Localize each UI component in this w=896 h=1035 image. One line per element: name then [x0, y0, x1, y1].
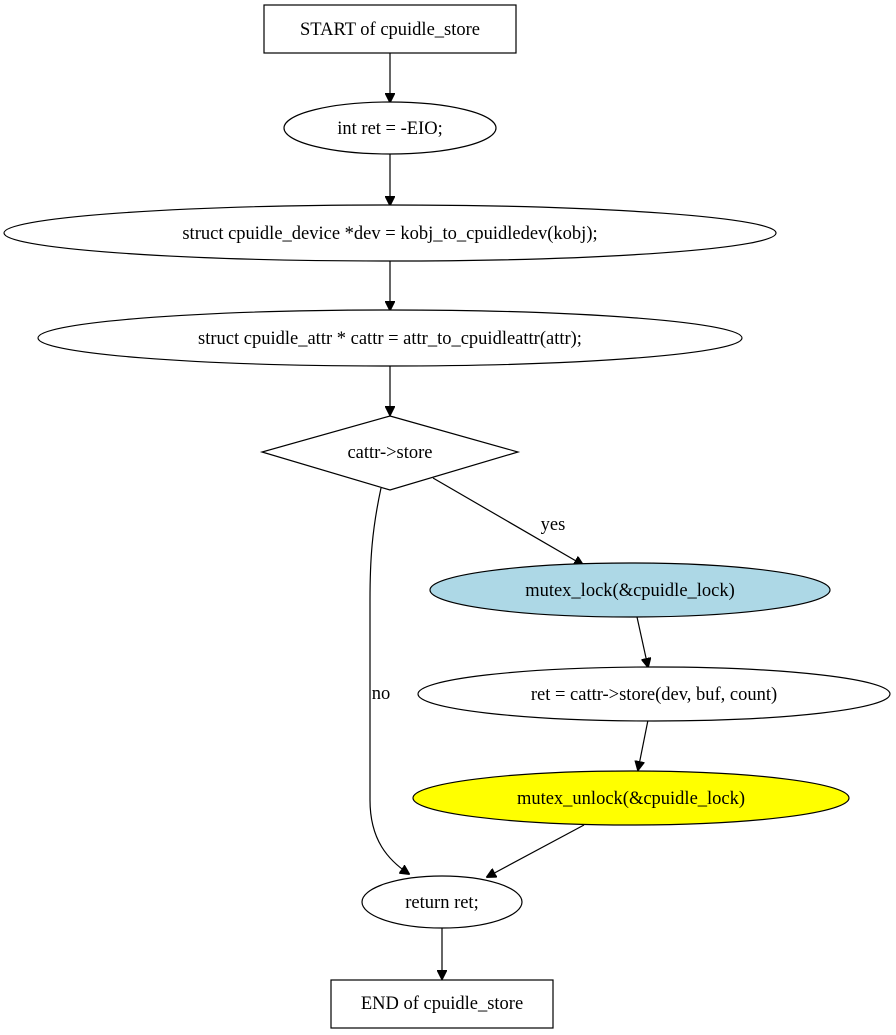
node-mutex-lock-label: mutex_lock(&cpuidle_lock)	[525, 581, 735, 601]
edge-label-yes: yes	[541, 515, 566, 535]
node-mutex-lock: mutex_lock(&cpuidle_lock)	[429, 562, 831, 618]
node-mutex-unlock: mutex_unlock(&cpuidle_lock)	[412, 770, 850, 826]
edge-label-no: no	[372, 684, 391, 704]
edge-store-call-to-mutex-unlock	[638, 719, 649, 770]
node-mutex-lock-shape	[429, 562, 831, 618]
node-cond-diamond	[259, 415, 521, 491]
node-return: return ret;	[361, 875, 523, 929]
node-dev-decl-shape	[3, 204, 777, 262]
node-dev-decl: struct cpuidle_device *dev = kobj_to_cpu…	[3, 204, 777, 262]
edge-mutex-unlock-to-return	[487, 824, 585, 877]
node-cattr-decl-shape	[37, 309, 743, 367]
node-start-label: START of cpuidle_store	[300, 20, 480, 40]
node-ret-init: int ret = -EIO;	[283, 101, 497, 155]
node-start: START of cpuidle_store	[263, 4, 517, 54]
node-mutex-unlock-label: mutex_unlock(&cpuidle_lock)	[517, 789, 745, 809]
node-mutex-unlock-shape	[412, 770, 850, 826]
node-cattr-decl: struct cpuidle_attr * cattr = attr_to_cp…	[37, 309, 743, 367]
node-return-shape	[361, 875, 523, 929]
node-end-label: END of cpuidle_store	[361, 994, 523, 1014]
edge-mutex-lock-to-store-call	[636, 616, 648, 667]
node-cond: cattr->store	[259, 415, 521, 491]
node-store-call-label: ret = cattr->store(dev, buf, count)	[531, 685, 777, 705]
edge-cond-to-return	[369, 487, 409, 874]
node-return-label: return ret;	[405, 893, 478, 913]
edge-cond-to-mutex-lock	[432, 477, 583, 565]
node-cond-label: cattr->store	[347, 443, 432, 463]
edges	[369, 53, 649, 979]
node-ret-init-shape	[283, 101, 497, 155]
node-end-box	[330, 979, 554, 1029]
node-ret-init-label: int ret = -EIO;	[337, 119, 442, 139]
node-store-call-shape	[417, 666, 891, 722]
node-dev-decl-label: struct cpuidle_device *dev = kobj_to_cpu…	[182, 224, 597, 244]
node-start-box	[263, 4, 517, 54]
node-store-call: ret = cattr->store(dev, buf, count)	[417, 666, 891, 722]
node-cattr-decl-label: struct cpuidle_attr * cattr = attr_to_cp…	[198, 329, 582, 349]
node-end: END of cpuidle_store	[330, 979, 554, 1029]
